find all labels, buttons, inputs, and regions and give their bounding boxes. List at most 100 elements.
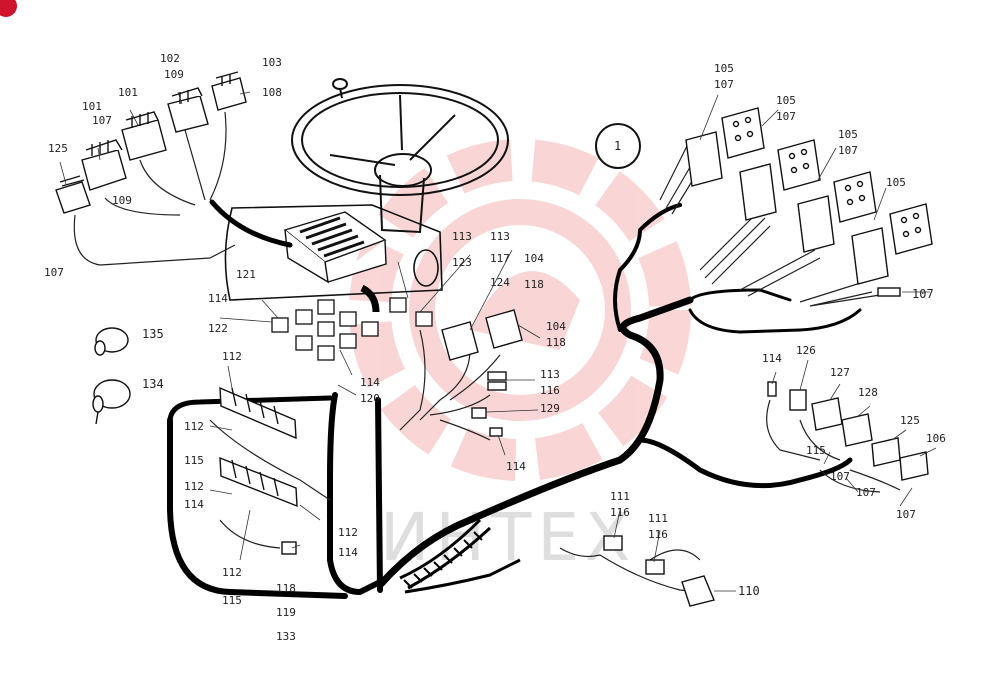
- callout-112b: 112: [184, 420, 204, 433]
- callout-104a: 104: [524, 252, 544, 265]
- callout-113a: 113: [452, 230, 472, 243]
- callout-121: 121: [236, 268, 256, 281]
- callout-113b: 113: [490, 230, 510, 243]
- connector-101-107: [81, 139, 127, 191]
- callout-112a: 112: [222, 350, 242, 363]
- callout-134: 134: [142, 377, 164, 391]
- callout-111a: 111: [610, 490, 630, 503]
- callout-101a: 101: [82, 100, 102, 113]
- callout-107f: 107: [912, 287, 934, 301]
- dashboard-body: [224, 204, 443, 301]
- callout-105c: 105: [838, 128, 858, 141]
- callout-114d: 114: [184, 498, 204, 511]
- callout-129: 129: [540, 402, 560, 415]
- callout-107a: 107: [92, 114, 112, 127]
- callout-106: 106: [926, 432, 946, 445]
- callout-116a: 116: [540, 384, 560, 397]
- connector-113-118: [487, 371, 507, 381]
- callout-113c: 113: [540, 368, 560, 381]
- callout-111b: 111: [648, 512, 668, 525]
- callout-114e: 114: [338, 546, 358, 559]
- callout-114a: 114: [208, 292, 228, 305]
- callout-126: 126: [796, 344, 816, 357]
- relay-5: [317, 321, 335, 337]
- callout-116b: 116: [610, 506, 630, 519]
- callout-105d: 105: [886, 176, 906, 189]
- relay-9: [361, 321, 379, 337]
- callout-104b: 104: [546, 320, 566, 333]
- switch-panel-upper: [219, 386, 297, 440]
- fuse-box: [283, 211, 387, 284]
- connector-103-108: [211, 71, 247, 111]
- callout-118c: 118: [276, 582, 296, 595]
- circle-marker-label: 1: [614, 139, 621, 153]
- callout-115c: 115: [806, 444, 826, 457]
- callout-124: 124: [490, 276, 510, 289]
- relay-2: [295, 309, 313, 325]
- connector-group-right: [685, 107, 933, 297]
- callout-128: 128: [858, 386, 878, 399]
- callout-105a: 105: [714, 62, 734, 75]
- callout-105b: 105: [776, 94, 796, 107]
- connector-125-left: [55, 175, 91, 214]
- callout-127: 127: [830, 366, 850, 379]
- relay-4: [295, 335, 313, 351]
- callout-115b: 115: [222, 594, 242, 607]
- connector-111-116-left: [603, 535, 623, 551]
- connector-105-2: [739, 139, 821, 221]
- connector-104-right: [485, 309, 523, 349]
- connector-group-right-lower: [603, 381, 929, 607]
- connector-129: [471, 407, 487, 419]
- callout-112c: 112: [184, 480, 204, 493]
- relay-8: [339, 333, 357, 349]
- callouts-right: 105 107 105 107 105 107 105 107 114 126 …: [610, 62, 946, 598]
- connector-104-left: [441, 321, 479, 361]
- steering-wheel: [291, 78, 509, 234]
- connector-105-3: [797, 171, 877, 253]
- watermark-text: ИНТЕХ: [380, 499, 636, 576]
- callout-107c: 107: [714, 78, 734, 91]
- callouts-left-panel: 135 134 112 112 115 112 114 112 114 112 …: [142, 327, 358, 643]
- relay-1: [271, 317, 289, 333]
- callout-123: 123: [452, 256, 472, 269]
- connector-118-119-133: [281, 541, 297, 555]
- connector-128: [841, 413, 873, 447]
- callout-135: 135: [142, 327, 164, 341]
- callout-122: 122: [208, 322, 228, 335]
- callout-114c: 114: [360, 376, 380, 389]
- thin-wires: [73, 111, 901, 593]
- connector-105-4: [851, 203, 933, 285]
- callout-119: 119: [276, 606, 296, 619]
- callout-101b: 101: [118, 86, 138, 99]
- callout-118b: 118: [546, 336, 566, 349]
- connector-111-116-right: [645, 559, 665, 575]
- callout-107h: 107: [856, 486, 876, 499]
- relay-7: [317, 345, 335, 361]
- connector-110: [681, 575, 715, 607]
- callout-117: 117: [490, 252, 510, 265]
- connector-114: [489, 427, 503, 437]
- switch-134: [92, 379, 131, 425]
- ignition-switches: [92, 327, 131, 425]
- switch-panel-lower: [219, 456, 298, 508]
- leader-lines: [59, 91, 937, 592]
- circle-marker: 1: [595, 123, 641, 169]
- callout-107b: 107: [44, 266, 64, 279]
- callout-114f: 114: [762, 352, 782, 365]
- connector-group-left-top: [55, 71, 247, 214]
- callout-108: 108: [262, 86, 282, 99]
- callout-102: 102: [160, 52, 180, 65]
- callout-109b: 109: [112, 194, 132, 207]
- connector-107-right: [877, 287, 901, 297]
- callout-125a: 125: [48, 142, 68, 155]
- callout-110: 110: [738, 584, 760, 598]
- switch-panels: [219, 386, 298, 555]
- callout-109a: 109: [164, 68, 184, 81]
- relay-10: [389, 297, 407, 313]
- connector-114-right: [767, 381, 777, 397]
- callouts-left-top: 101 107 101 102 109 103 108 125 109 107: [44, 52, 282, 279]
- callout-133: 133: [276, 630, 296, 643]
- callout-115a: 115: [184, 454, 204, 467]
- callout-107e: 107: [838, 144, 858, 157]
- callout-118a: 118: [524, 278, 544, 291]
